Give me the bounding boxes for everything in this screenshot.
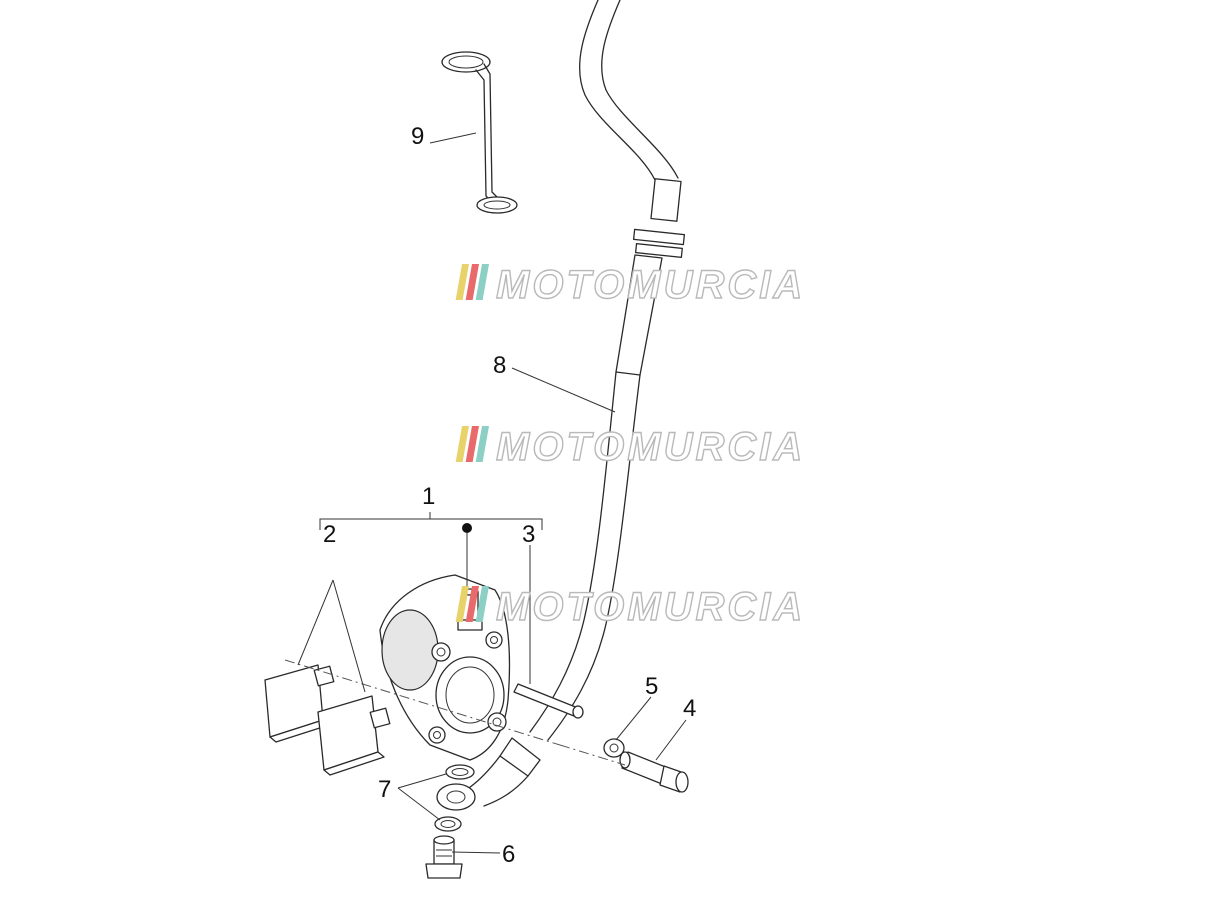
brake-pads [264, 664, 391, 776]
callout-1: 1 [422, 483, 435, 510]
callout-2: 2 [323, 521, 336, 548]
callout-6: 6 [502, 841, 515, 868]
watermark-text: MOTOMURCIA [496, 263, 805, 307]
sealing-washers [434, 764, 475, 832]
callout-9: 9 [411, 123, 424, 150]
watermark-logo: MOTOMURCIA [455, 424, 805, 470]
callout-5: 5 [645, 673, 658, 700]
callout-3: 3 [522, 521, 535, 548]
banjo-bolt [425, 835, 463, 879]
watermark-logo: MOTOMURCIA [455, 584, 805, 630]
watermark-logo: MOTOMURCIA [455, 262, 805, 308]
watermark-text: MOTOMURCIA [496, 585, 805, 629]
caliper-pin [513, 683, 584, 719]
watermark-text: MOTOMURCIA [496, 425, 805, 469]
brake-caliper [379, 574, 511, 761]
bolt [619, 751, 689, 793]
callout-4: 4 [683, 695, 696, 722]
callout-8: 8 [493, 352, 506, 379]
washer [603, 738, 625, 758]
leader-lines [297, 132, 687, 854]
hose-clip [441, 51, 518, 214]
callout-7: 7 [378, 776, 391, 803]
